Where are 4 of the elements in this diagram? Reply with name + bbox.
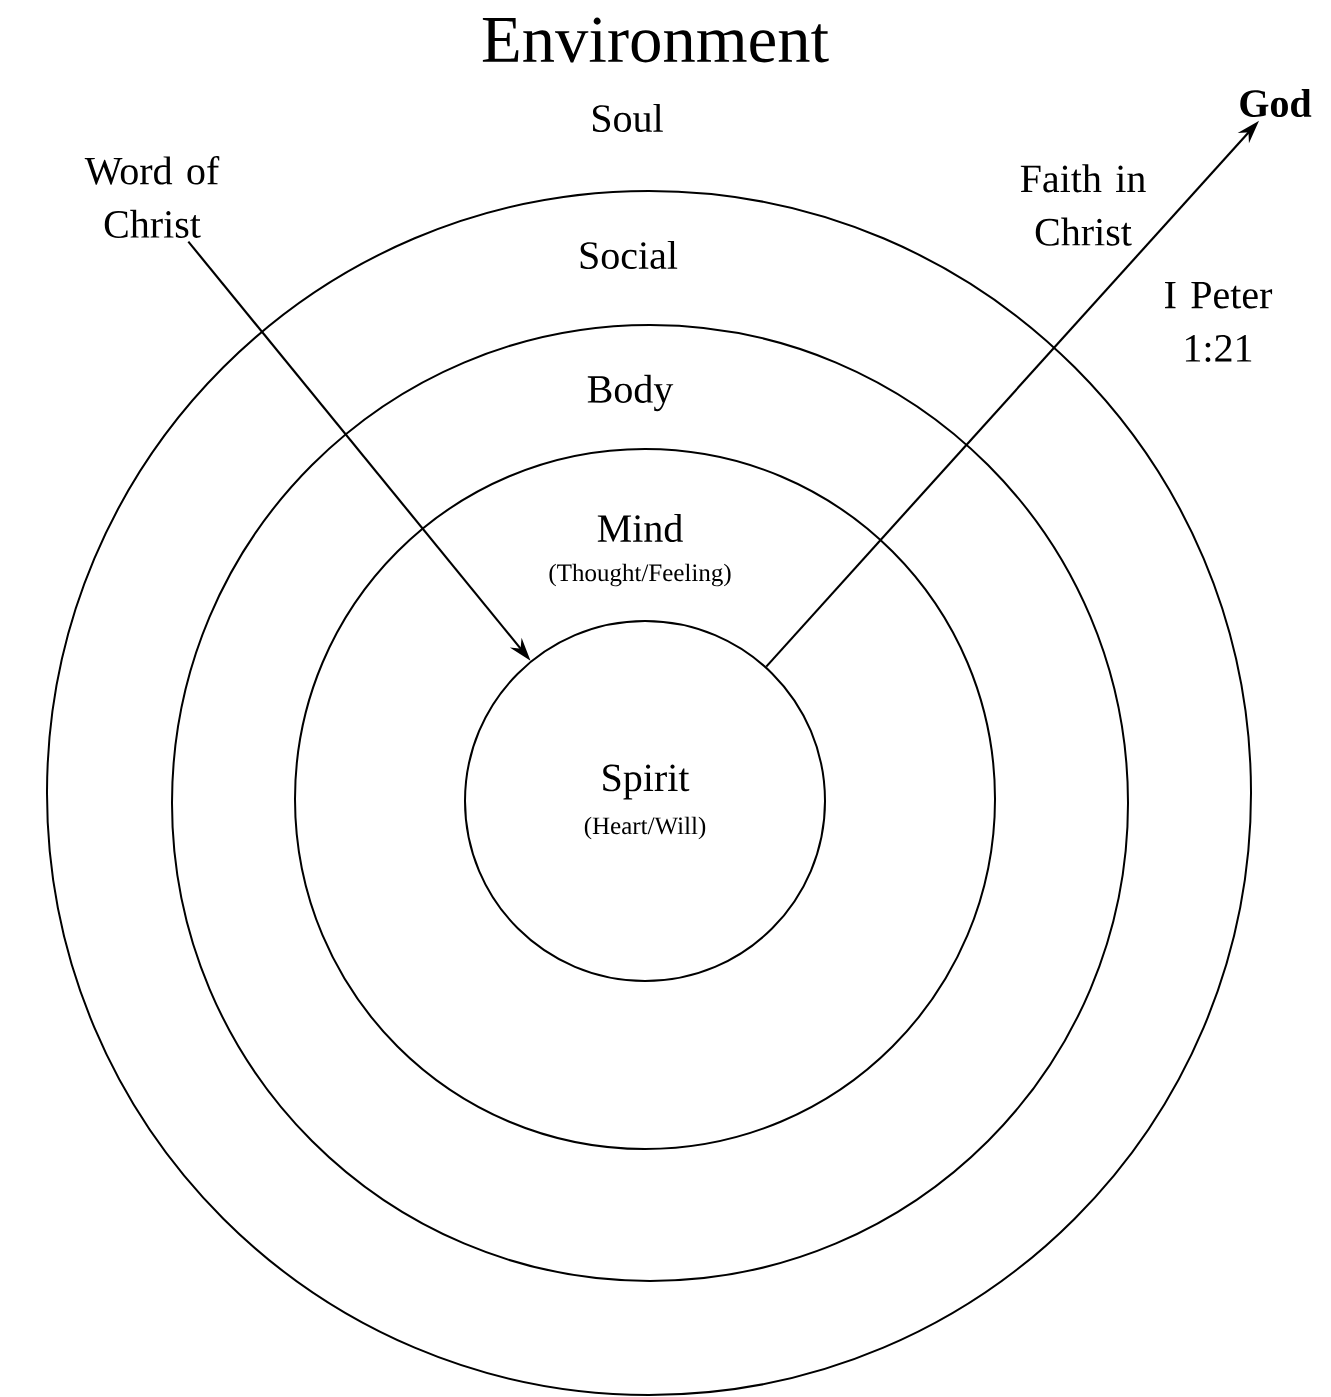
label: Soul (593, 103, 663, 133)
ring: Spirit (Heart/Will) (464, 620, 826, 982)
node-text: God (1240, 88, 1312, 118)
diagram-title: Environment (482, 17, 829, 63)
